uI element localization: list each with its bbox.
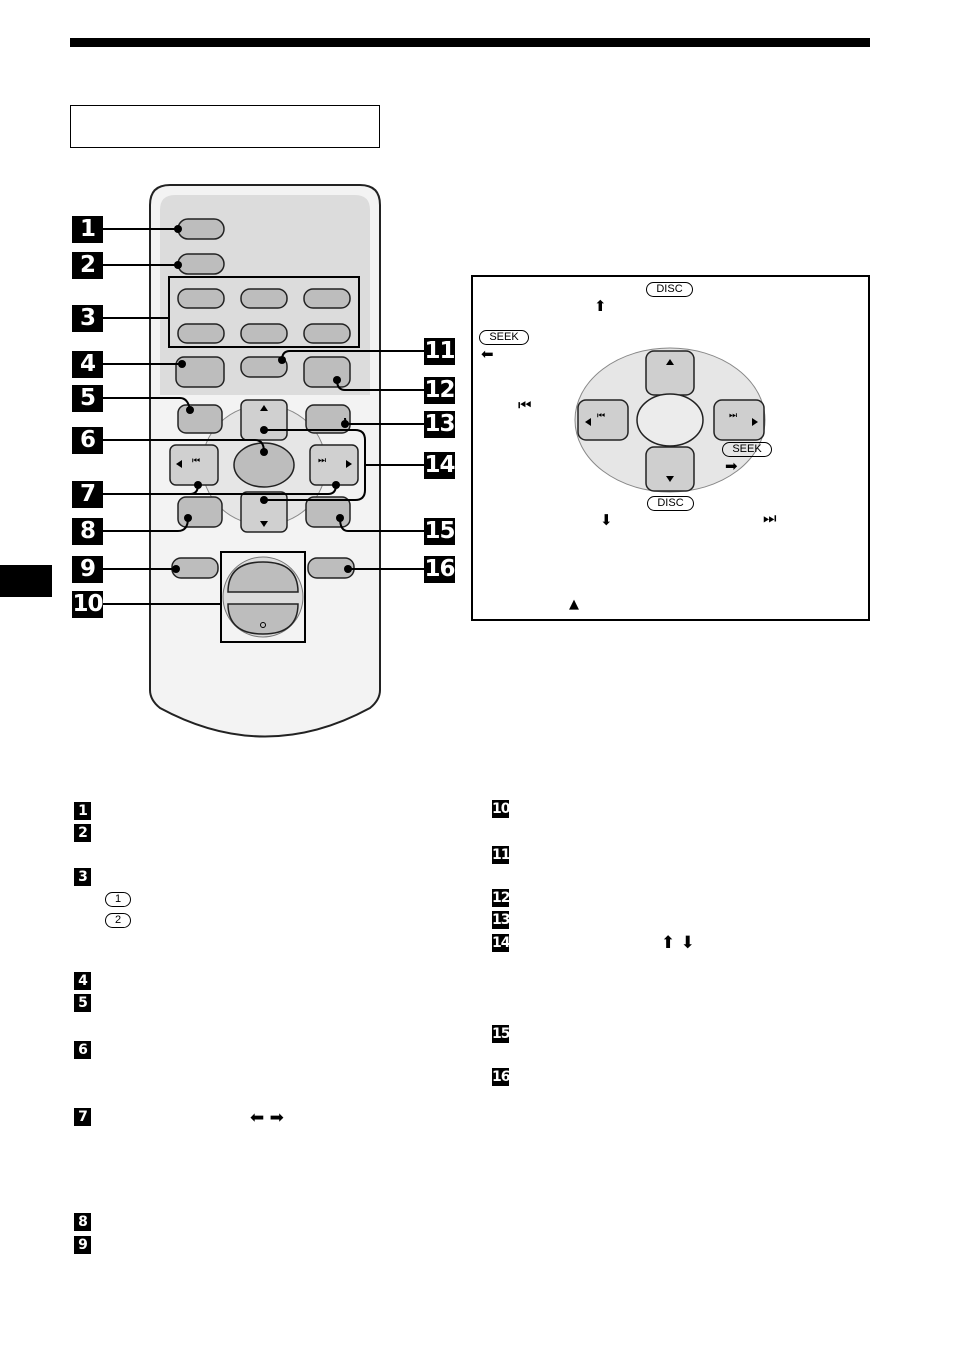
number-buttons-frame — [168, 276, 360, 348]
callout-6: 6 — [72, 427, 103, 454]
volume-frame — [220, 551, 306, 643]
legend-number-2: 2 — [74, 824, 91, 842]
inset-down-button — [645, 446, 695, 492]
joystick-down — [240, 491, 288, 533]
legend-number-16: 16 — [492, 1068, 510, 1086]
remote-button-15 — [305, 496, 351, 528]
remote-control-illustration: ⏮ ⏭ — [103, 184, 424, 738]
legend-circle-1: 1 — [105, 892, 131, 907]
legend-circle-2: 2 — [105, 913, 131, 928]
legend-number-7: 7 — [74, 1108, 91, 1126]
inset-down-arrow: ⬇ — [600, 511, 613, 529]
inset-center-button — [636, 393, 704, 447]
number-buttons — [177, 288, 351, 344]
callout-15: 15 — [424, 518, 456, 545]
inset-seek-right-label: SEEK — [722, 442, 772, 457]
legend-number-3: 3 — [74, 868, 91, 886]
legend-7-arrows: ⬅ ➡ — [250, 1108, 284, 1128]
legend-number-9: 9 — [74, 1236, 91, 1254]
callout-9: 9 — [72, 556, 103, 583]
inset-disc-top-label: DISC — [646, 282, 693, 297]
legend-number-8: 8 — [74, 1213, 91, 1231]
legend-number-13: 13 — [492, 911, 510, 929]
remote-button-12 — [303, 356, 351, 388]
remote-button-5 — [177, 404, 223, 434]
callout-13: 13 — [424, 411, 456, 438]
callout-16: 16 — [424, 556, 456, 583]
legend-number-5: 5 — [74, 994, 91, 1012]
legend-number-12: 12 — [492, 889, 510, 907]
remote-button-4 — [175, 356, 225, 388]
legend-number-6: 6 — [74, 1041, 91, 1059]
callout-14: 14 — [424, 452, 456, 479]
inset-left-arrow: ⬅ — [481, 345, 494, 363]
joystick-left — [169, 444, 219, 486]
svg-text:⏮: ⏮ — [597, 410, 605, 420]
inset-left-button — [577, 399, 629, 441]
inset-prev-symbol: ⏮ — [518, 396, 532, 414]
joystick-inset-box — [471, 275, 870, 621]
section-tab-marker — [0, 565, 52, 597]
volume-up-button — [227, 561, 299, 593]
inset-disc-bottom-label: DISC — [647, 496, 694, 511]
inset-seek-left-label: SEEK — [479, 330, 529, 345]
legend-14-arrows: ⬆ ⬇ — [661, 933, 695, 953]
legend-number-11: 11 — [492, 846, 510, 864]
legend-number-10: 10 — [492, 800, 510, 818]
callout-5: 5 — [72, 385, 103, 412]
svg-text:⏭: ⏭ — [729, 410, 737, 420]
volume-down-button — [227, 603, 299, 635]
callout-10: 10 — [72, 591, 104, 618]
legend-number-4: 4 — [74, 972, 91, 990]
svg-text:⏭: ⏭ — [318, 455, 326, 465]
inset-eject-symbol: ▲ — [569, 597, 579, 612]
legend-number-1: 1 — [74, 802, 91, 820]
callout-1: 1 — [72, 216, 103, 243]
top-rule — [70, 38, 870, 47]
remote-button-13 — [305, 404, 351, 434]
callout-2: 2 — [72, 252, 103, 279]
legend-number-14: 14 — [492, 934, 510, 952]
inset-up-button — [645, 350, 695, 396]
callout-3: 3 — [72, 305, 103, 332]
legend-number-15: 15 — [492, 1025, 510, 1043]
inset-right-arrow: ➡ — [725, 457, 738, 475]
callout-11: 11 — [424, 338, 456, 365]
callout-8: 8 — [72, 518, 103, 545]
joystick-center — [233, 442, 295, 488]
callout-12: 12 — [424, 377, 456, 404]
remote-button-8 — [177, 496, 223, 528]
joystick-right — [309, 444, 359, 486]
remote-button-1 — [177, 218, 225, 240]
inset-up-arrow: ⬆ — [594, 297, 607, 315]
inset-next-symbol: ⏭ — [763, 509, 777, 527]
callout-7: 7 — [72, 481, 103, 508]
callout-4: 4 — [72, 351, 103, 378]
section-title-box — [70, 105, 380, 148]
svg-text:⏮: ⏮ — [192, 455, 200, 465]
joystick-inset-illustration: ⏮ ⏭ — [574, 347, 766, 493]
remote-button-2 — [177, 253, 225, 275]
inset-right-button — [713, 399, 765, 441]
remote-button-11 — [240, 356, 288, 378]
